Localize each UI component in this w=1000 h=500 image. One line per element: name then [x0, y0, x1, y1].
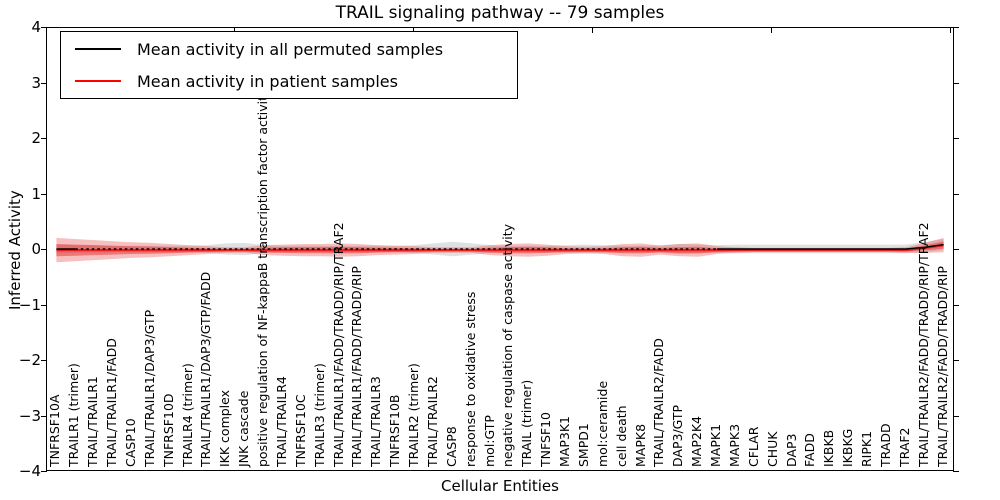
x-tick-label: TRAILR1 (trimer): [66, 363, 82, 467]
y-tick-right: [953, 360, 959, 361]
x-tick-label: TRAIL/TRAILR2: [424, 376, 440, 467]
x-tick-label: MAPK1: [708, 423, 724, 467]
y-tick-label: −4: [18, 462, 41, 480]
x-tick-label: TRAILR4 (trimer): [179, 363, 195, 467]
x-tick-label: CFLAR: [745, 426, 761, 467]
y-tick-label: 4: [31, 18, 41, 36]
x-axis-title: Cellular Entities: [441, 477, 559, 495]
x-tick-label: TRAIL/TRAILR1/DAP3/GTP/FADD: [198, 271, 214, 467]
permuted-mean-line-solid-right: [717, 243, 944, 250]
x-tick-label: CASP8: [443, 426, 459, 467]
y-tick-left: [41, 360, 47, 361]
x-tick-label: TRAILR2 (trimer): [406, 363, 422, 467]
legend-label-permuted: Mean activity in all permuted samples: [137, 39, 444, 59]
x-tick-label: negative regulation of caspase activity: [500, 223, 516, 467]
y-axis-title: Inferred Activity: [6, 190, 24, 310]
y-tick-label: −3: [18, 406, 41, 425]
x-tick-label: TNFRSF10A: [47, 394, 63, 467]
x-tick-label: CHUK: [764, 431, 780, 467]
permuted-legend-line: [75, 48, 121, 50]
x-tick-label: IKBKB: [821, 429, 837, 467]
x-tick-label: IKK complex: [217, 389, 233, 467]
x-tick-label: FADD: [802, 433, 818, 467]
x-tick-label: TRAILR3 (trimer): [311, 363, 327, 467]
patient-mean-line: [56, 244, 944, 252]
x-tick-label: mol:ceramide: [594, 380, 610, 467]
legend-entry-patient: Mean activity in patient samples: [61, 66, 517, 96]
y-tick-left: [41, 471, 47, 472]
y-tick-label: −1: [18, 295, 41, 314]
x-tick-label: TRAIL/TRAILR1: [85, 376, 101, 467]
x-tick-label: TRAIL/TRAILR1/FADD/TRADD/RIP/TRAF2: [330, 222, 346, 467]
x-tick-top: [592, 28, 593, 33]
legend: Mean activity in all permuted samples Me…: [60, 31, 518, 99]
x-tick-label: TRADD: [877, 423, 893, 467]
legend-label-patient: Mean activity in patient samples: [137, 71, 398, 91]
x-tick-label: MAPK3: [726, 423, 742, 467]
x-tick-label: TRAIL/TRAILR4: [273, 376, 289, 467]
plot-canvas: [56, 237, 944, 263]
x-tick-label: TRAIL/TRAILR3: [368, 376, 384, 467]
y-tick-left: [41, 304, 47, 306]
x-tick-top: [234, 28, 235, 33]
y-tick-left: [41, 415, 47, 417]
x-tick-label: MAPK8: [632, 423, 648, 467]
x-tick-label: cell death: [613, 405, 629, 467]
x-tick-top: [771, 28, 772, 33]
x-tick-label: TRAIL/TRAILR2/FADD: [651, 338, 667, 467]
x-tick-label: RIPK1: [859, 430, 875, 467]
y-tick-label: 0: [31, 240, 41, 258]
y-tick-right: [953, 249, 959, 250]
y-tick-label: 2: [31, 129, 41, 147]
y-tick-left: [41, 138, 47, 139]
x-tick-label: SMPD1: [575, 423, 591, 467]
y-tick-label: 1: [31, 184, 41, 203]
y-tick-left: [41, 249, 47, 250]
x-tick-label: TRAIL/TRAILR1/FADD/TRADD/RIP: [349, 266, 365, 467]
x-tick-top: [413, 28, 414, 33]
y-tick-right: [953, 82, 959, 84]
y-tick-right: [953, 193, 959, 195]
x-tick-label: positive regulation of NF-kappaB transcr…: [255, 88, 271, 467]
x-tick-label: CASP10: [122, 418, 138, 467]
x-tick-label: TNFSF10: [538, 412, 554, 467]
y-tick-right: [953, 415, 959, 417]
x-tick-label: JNK cascade: [236, 390, 252, 467]
x-tick-label: TNFRSF10D: [160, 393, 176, 467]
x-tick-label: TRAIL (trimer): [519, 379, 535, 467]
x-tick-label: TNFRSF10B: [387, 394, 403, 467]
legend-entry-permuted: Mean activity in all permuted samples: [61, 34, 517, 64]
x-tick-label: TRAF2: [896, 427, 912, 467]
y-tick-right: [953, 471, 959, 472]
y-tick-label: 3: [31, 73, 41, 92]
x-tick-label: IKBKG: [840, 428, 856, 467]
x-tick-label: DAP3/GTP: [670, 404, 686, 467]
x-tick-label: TRAIL/TRAILR1/DAP3/GTP: [141, 309, 157, 467]
x-tick-label: TNFRSF10C: [292, 394, 308, 467]
x-tick-label: DAP3: [783, 433, 799, 467]
patient-legend-line: [75, 80, 121, 82]
y-tick-right: [953, 138, 959, 139]
y-tick-right: [953, 27, 959, 28]
x-tick-label: TRAIL/TRAILR1/FADD: [104, 338, 120, 467]
y-tick-left: [41, 27, 47, 28]
x-tick-label: response to oxidative stress: [462, 291, 478, 467]
x-tick-label: TRAIL/TRAILR2/FADD/TRADD/RIP: [934, 266, 950, 467]
x-tick-label: MAP2K4: [689, 416, 705, 467]
y-tick-left: [41, 193, 47, 195]
x-tick-top: [950, 28, 951, 33]
y-tick-label: −2: [18, 351, 41, 369]
x-tick-label: TRAIL/TRAILR2/FADD/TRADD/RIP/TRAF2: [915, 222, 931, 467]
chart-title: TRAIL signaling pathway -- 79 samples: [335, 3, 665, 23]
x-tick-label: mol:GTP: [481, 415, 497, 467]
y-tick-left: [41, 82, 47, 84]
y-tick-right: [953, 304, 959, 306]
x-tick-label: MAP3K1: [557, 416, 573, 467]
